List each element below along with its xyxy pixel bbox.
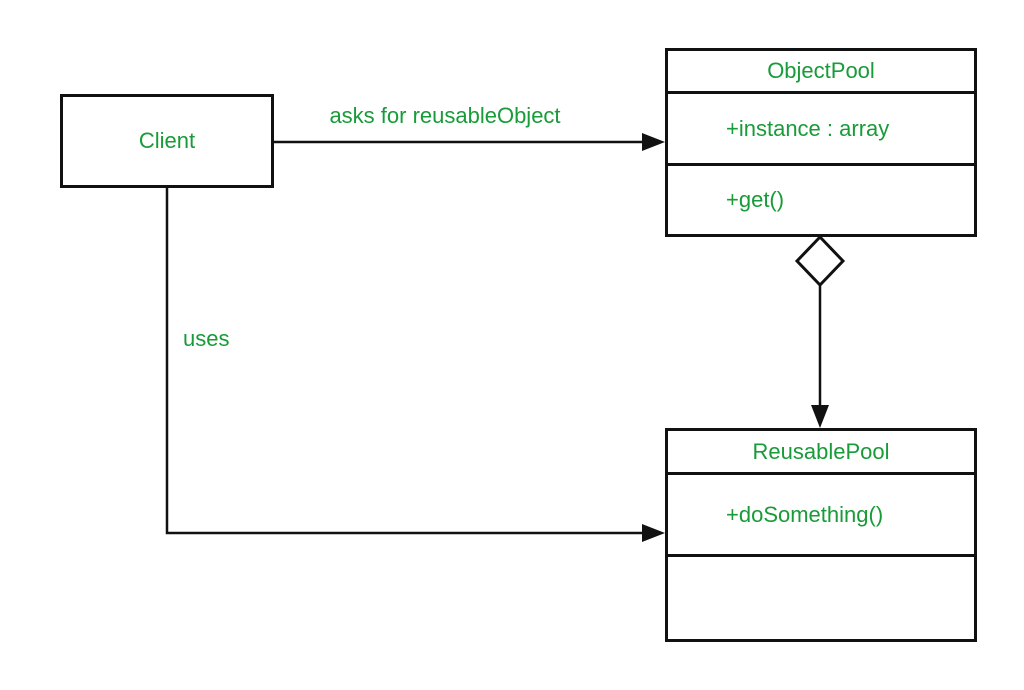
uses-edge-label: uses <box>183 326 230 351</box>
class-box-objectpool: ObjectPool +instance : array +get() <box>665 48 977 237</box>
aggregation-connector <box>794 234 846 428</box>
class-box-reusablepool: ReusablePool +doSomething() <box>665 428 977 642</box>
asks-arrow <box>273 133 665 151</box>
uses-arrowhead-icon <box>642 524 665 542</box>
aggregation-arrowhead-icon <box>811 405 829 428</box>
aggregation-diamond-icon <box>794 234 846 288</box>
reusablepool-empty-compartment <box>668 554 974 639</box>
class-box-client: Client <box>60 94 274 188</box>
asks-arrowhead-icon <box>642 133 665 151</box>
objectpool-attribute-instance: +instance : array <box>668 91 974 163</box>
class-name-objectpool: ObjectPool <box>767 58 875 83</box>
class-name-client: Client <box>138 128 196 153</box>
uses-arrow <box>165 188 665 542</box>
objectpool-method-get: +get() <box>668 163 974 234</box>
class-name-reusablepool: ReusablePool <box>752 438 890 464</box>
reusablepool-method-dosomething: +doSomething() <box>668 472 974 554</box>
asks-edge-label: asks for reusableObject <box>329 103 561 128</box>
